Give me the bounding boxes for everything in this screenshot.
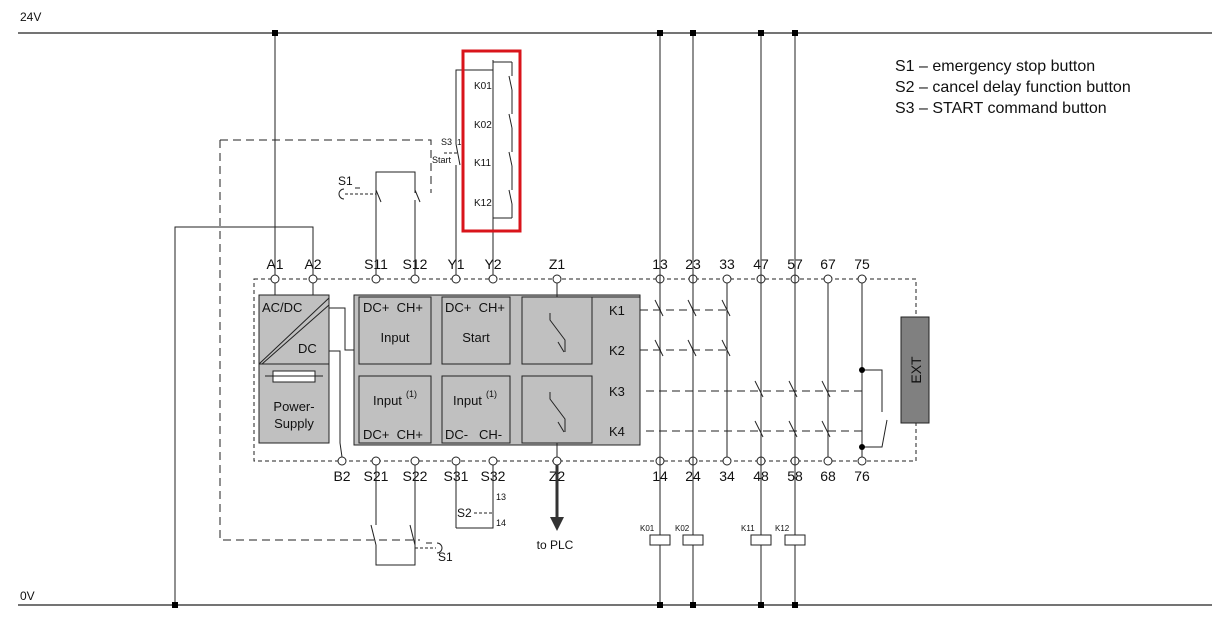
terminal-label: 68	[820, 468, 836, 484]
terminal-label: B2	[333, 468, 350, 484]
coil-label: K01	[640, 524, 655, 533]
terminal-label: 67	[820, 256, 836, 272]
coil-label: K02	[675, 524, 690, 533]
legend-item: S1 – emergency stop button	[895, 58, 1096, 75]
s3-pin-label: 1	[457, 138, 462, 147]
legend-item: S3 – START command button	[895, 100, 1107, 117]
legend-item: S2 – cancel delay function button	[895, 79, 1131, 96]
relay-k3-label: K3	[609, 384, 625, 399]
ext-block	[900, 316, 930, 424]
relay-coils	[649, 534, 806, 546]
s2-switch: S2 13 14	[457, 492, 506, 528]
rail-24v-label: 24V	[20, 10, 41, 24]
terminal-label: 34	[719, 468, 735, 484]
input-bottom2-label: Input	[453, 393, 482, 408]
terminal-label: 33	[719, 256, 735, 272]
s1-top-switch: S1	[338, 174, 421, 203]
input-bottom-label: Input	[373, 393, 402, 408]
s2-pin-bottom: 14	[496, 518, 506, 528]
s1-bottom-label: S1	[438, 550, 453, 564]
relay-k2-label: K2	[609, 343, 625, 358]
plc-label: to PLC	[537, 538, 574, 552]
input-bottom-pins: DC+ CH+	[363, 427, 423, 442]
s2-pin-top: 13	[496, 492, 506, 502]
feedback-contact-label: K01	[474, 81, 492, 92]
terminal-label: 75	[854, 256, 870, 272]
power-acdc-label: AC/DC	[262, 300, 302, 315]
s3-start-switch: S3 Start 1	[432, 137, 462, 166]
feedback-chain	[492, 60, 513, 228]
input-top-pins: DC+ CH+	[363, 300, 423, 315]
power-label-1: Power-	[273, 399, 314, 414]
start-pins: DC+ CH+	[445, 300, 505, 315]
logic-block: DC+ CH+ Input DC+ CH+ Start Input (1) DC…	[353, 294, 641, 446]
wires	[174, 33, 888, 605]
power-supply-block: AC/DC DC Power- Supply	[258, 294, 330, 444]
s1-top-label: S1	[338, 174, 353, 188]
power-label-2: Supply	[274, 416, 314, 431]
s3-sub-label: Start	[432, 155, 452, 165]
feedback-contact-label: K02	[474, 120, 492, 131]
feedback-contact-label: K12	[474, 198, 492, 209]
mechanical-links	[219, 139, 862, 541]
legend: S1 – emergency stop button S2 – cancel d…	[895, 56, 1131, 119]
start-label: Start	[462, 330, 490, 345]
highlight-box	[461, 49, 522, 233]
relay-k1-label: K1	[609, 303, 625, 318]
s1-bottom-switch: S1	[370, 524, 453, 564]
input-bottom2-sup: (1)	[486, 389, 497, 399]
terminal-labels-bottom: B2 S21 S22 S31 S32 Z2 14 24 34 48 58 68 …	[333, 468, 870, 484]
input-bottom-sup: (1)	[406, 389, 417, 399]
coil-label: K11	[741, 524, 755, 533]
junction-dots	[172, 30, 865, 608]
power-dc-label: DC	[298, 341, 317, 356]
feedback-contact-label: K11	[474, 158, 491, 169]
coil-label: K12	[775, 524, 790, 533]
rail-0v-label: 0V	[20, 589, 35, 603]
relay-contacts	[654, 299, 831, 438]
terminal-labels-top: A1 A2 S11 S12 Y1 Y2 Z1 13 23 33 47 57 67…	[266, 256, 870, 272]
terminal-label: 76	[854, 468, 870, 484]
s3-label: S3	[441, 137, 452, 147]
input-top-label: Input	[381, 330, 410, 345]
plc-output-arrow: to PLC	[537, 465, 574, 552]
terminal-label: Z1	[549, 256, 566, 272]
input-bottom2-pins: DC- CH-	[445, 427, 502, 442]
ext-label: EXT	[908, 356, 924, 384]
s2-label: S2	[457, 506, 472, 520]
relay-k4-label: K4	[609, 424, 625, 439]
